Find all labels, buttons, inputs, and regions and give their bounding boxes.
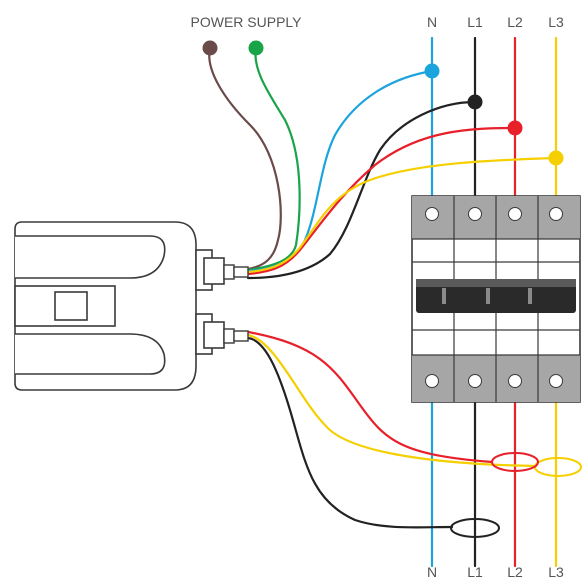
top-label-l3: L3 (548, 14, 564, 30)
breaker-toggle-slot-2 (486, 288, 490, 304)
l2-tap-point (507, 120, 523, 136)
lower-connector-ferrule (223, 328, 235, 344)
upper-connector-tip (233, 266, 249, 278)
bottom-label-l1: L1 (467, 564, 483, 579)
breaker-screw-bottom-l2 (508, 374, 522, 388)
l3-tap-point (548, 150, 564, 166)
l3-current-transformer (534, 457, 582, 477)
supply-brown-terminal (202, 40, 218, 56)
l1-current-transformer (450, 518, 500, 538)
l1-ct-wire (246, 336, 454, 529)
breaker-screw-top-l1 (468, 207, 482, 221)
lower-connector-tip (233, 330, 249, 342)
meter-display (54, 291, 88, 321)
top-label-l1: L1 (467, 14, 483, 30)
circuit-breaker (411, 195, 581, 403)
power-supply-label: POWER SUPPLY (191, 14, 303, 30)
supply-green-terminal (248, 40, 264, 56)
upper-connector-ferrule (223, 264, 235, 280)
l1-tap-wire (246, 100, 477, 280)
lower-connector-plug (203, 321, 225, 349)
neutral-tap-point (424, 63, 440, 79)
energy-meter (14, 221, 249, 391)
bottom-label-l3: L3 (548, 564, 564, 579)
bottom-label-n: N (427, 564, 437, 579)
breaker-screw-bottom-n (425, 374, 439, 388)
l3-tap-wire (246, 156, 558, 274)
breaker-toggle-slot-3 (528, 288, 532, 304)
breaker-toggle-slot-1 (442, 288, 446, 304)
l2-current-transformer (491, 452, 539, 472)
upper-connector-plug (203, 257, 225, 285)
meter-lower-lobe (15, 333, 166, 375)
top-label-n: N (427, 14, 437, 30)
breaker-screw-top-l3 (549, 207, 563, 221)
l3-ct-wire (246, 333, 538, 468)
breaker-screw-top-n (425, 207, 439, 221)
supply-brown-wire (208, 46, 282, 271)
breaker-screw-top-l2 (508, 207, 522, 221)
meter-upper-lobe (15, 235, 166, 279)
breaker-toggle-highlight (416, 279, 576, 287)
breaker-screw-bottom-l1 (468, 374, 482, 388)
bottom-label-l2: L2 (507, 564, 523, 579)
l2-ct-wire (246, 330, 494, 464)
breaker-toggle (416, 279, 576, 313)
supply-green-wire (246, 46, 301, 272)
l1-tap-point (467, 94, 483, 110)
top-label-l2: L2 (507, 14, 523, 30)
breaker-screw-bottom-l3 (549, 374, 563, 388)
